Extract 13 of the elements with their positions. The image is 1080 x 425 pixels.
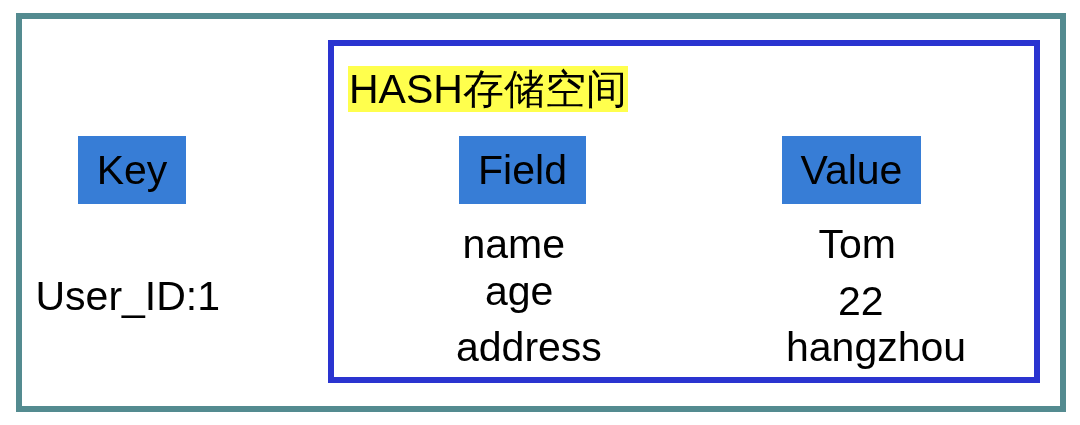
- field-value: hangzhou: [786, 326, 967, 368]
- field-name: name: [462, 223, 566, 265]
- field-value: 22: [838, 280, 884, 322]
- column-header: Value: [782, 136, 921, 204]
- storage-box: [328, 40, 1040, 383]
- field-name: address: [456, 326, 602, 368]
- key-text: User_ID:1: [35, 275, 221, 317]
- column-header: Key: [78, 136, 186, 204]
- column-header: Field: [459, 136, 586, 204]
- field-value: Tom: [818, 223, 896, 265]
- field-name: age: [485, 270, 554, 312]
- outer-frame: [16, 13, 1066, 412]
- highlighted-heading: HASH存储空间: [348, 66, 628, 112]
